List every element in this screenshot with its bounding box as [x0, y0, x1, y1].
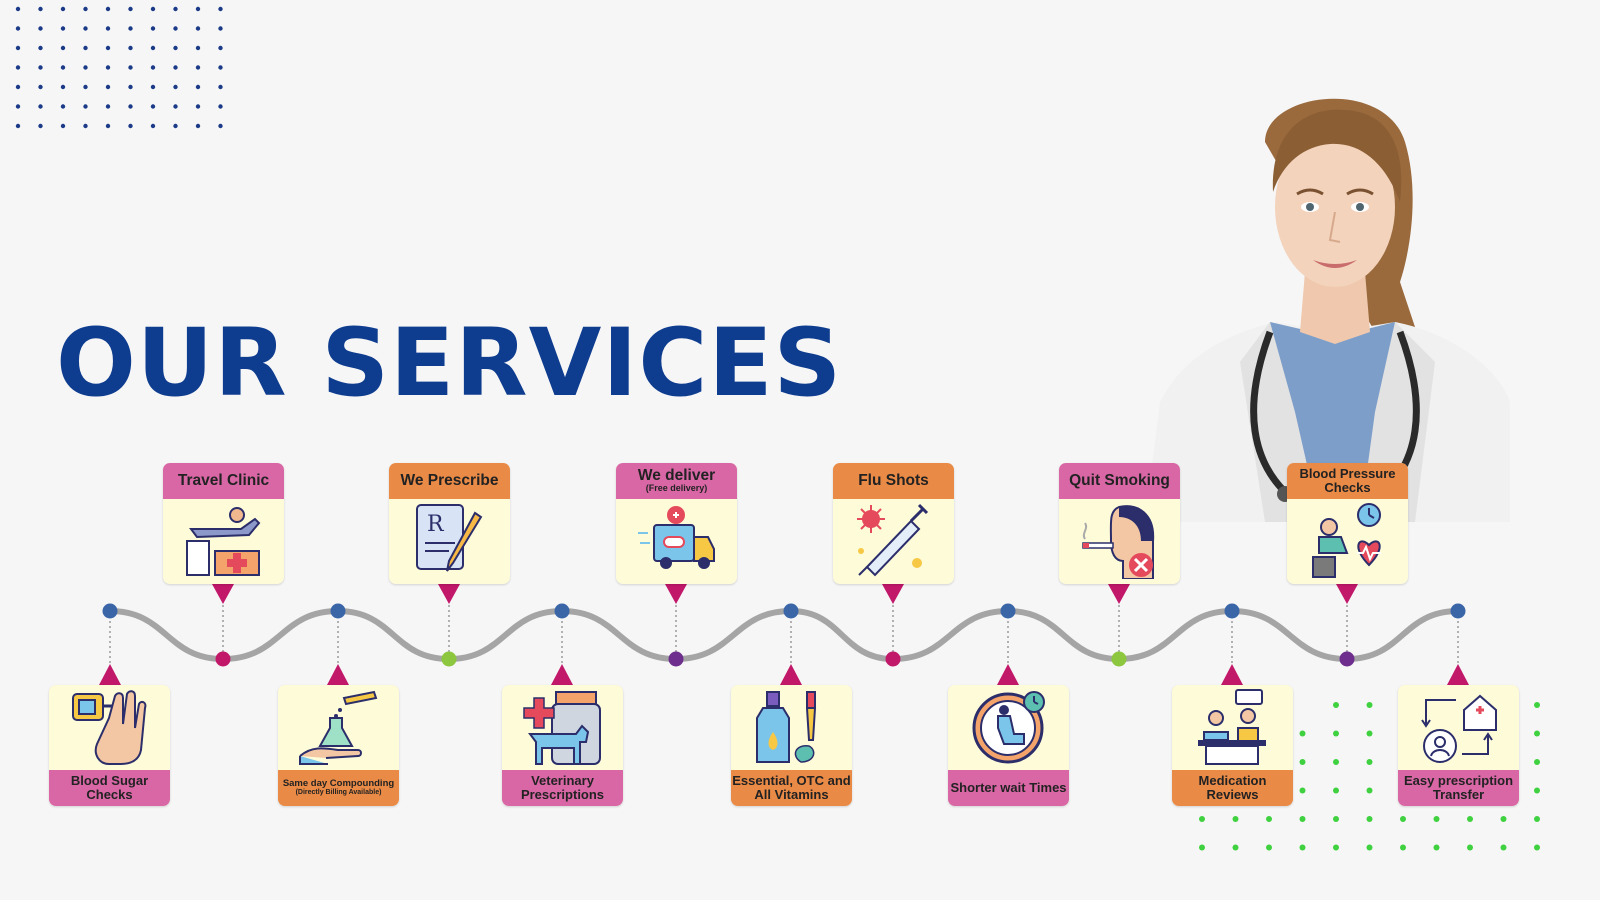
- timeline-wave: [109, 607, 1459, 663]
- service-sublabel: (Directly Billing Available): [295, 789, 382, 797]
- timeline-node: [1000, 603, 1016, 619]
- service-label: We Prescribe: [400, 471, 499, 489]
- timeline-node: [885, 651, 901, 667]
- airplane-clinic-icon: [186, 507, 261, 576]
- card-footer: Medication Reviews: [1172, 770, 1293, 806]
- service-card-quit-smoking: Quit Smoking: [1059, 463, 1180, 584]
- pointer-triangle: [665, 584, 687, 604]
- card-header: Flu Shots: [833, 463, 954, 499]
- service-label: Shorter wait Times: [950, 780, 1067, 796]
- card-header: Quit Smoking: [1059, 463, 1180, 499]
- glucometer-icon: [72, 690, 147, 765]
- card-header: Blood Pressure Checks: [1287, 463, 1408, 499]
- service-label: Easy prescription Transfer: [1403, 773, 1514, 802]
- card-footer: Blood Sugar Checks: [49, 770, 170, 806]
- service-card-travel-clinic: Travel Clinic: [163, 463, 284, 584]
- pointer-triangle: [212, 584, 234, 604]
- service-card-we-prescribe: We Prescribe R: [389, 463, 510, 584]
- pointer-triangle: [1108, 584, 1130, 604]
- pointer-triangle: [780, 664, 802, 685]
- service-label: Same day Compounding: [282, 778, 395, 790]
- pointer-triangle: [1221, 664, 1243, 685]
- service-card-compounding: Same day Compounding (Directly Billing A…: [278, 685, 399, 806]
- timeline-node: [215, 651, 231, 667]
- syringe-virus-icon: [857, 503, 929, 577]
- navy-dot-grid: [15, 6, 223, 129]
- doctor-photo: [1145, 98, 1510, 522]
- timeline-node: [330, 603, 346, 619]
- service-label: We deliver: [637, 466, 716, 484]
- pointer-triangle: [99, 664, 121, 685]
- pointer-triangle: [1447, 664, 1469, 685]
- pointer-triangle: [1336, 584, 1358, 604]
- service-card-blood-sugar: Blood Sugar Checks: [49, 685, 170, 806]
- service-card-prescription-transfer: Easy prescription Transfer: [1398, 685, 1519, 806]
- waiting-clock-icon: [972, 691, 1045, 764]
- pointer-triangle: [882, 584, 904, 604]
- service-label: Blood Sugar Checks: [70, 773, 149, 802]
- vitamin-dropper-icon: [756, 691, 817, 763]
- timeline-node: [783, 603, 799, 619]
- card-header: We Prescribe: [389, 463, 510, 499]
- timeline-node: [668, 651, 684, 667]
- compounding-flask-icon: [299, 690, 378, 765]
- timeline-node: [441, 651, 457, 667]
- card-footer: Same day Compounding (Directly Billing A…: [278, 770, 399, 806]
- svg-text:R: R: [427, 512, 445, 537]
- delivery-truck-icon: [638, 506, 715, 569]
- service-label: Quit Smoking: [1069, 471, 1170, 489]
- service-label: Blood Pressure Checks: [1299, 466, 1396, 495]
- pointer-triangle: [327, 664, 349, 685]
- transfer-arrows-icon: [1421, 694, 1497, 763]
- service-card-shorter-wait: Shorter wait Times: [948, 685, 1069, 806]
- timeline-node: [1450, 603, 1466, 619]
- service-label: Medication Reviews: [1198, 773, 1267, 802]
- prescription-pen-icon: R: [416, 504, 483, 572]
- service-label: Veterinary Prescriptions: [520, 773, 605, 802]
- timeline-node: [554, 603, 570, 619]
- service-label: Essential, OTC and All Vitamins: [732, 773, 851, 802]
- no-smoking-icon: [1082, 505, 1155, 579]
- card-header: We deliver (Free delivery): [616, 463, 737, 499]
- card-footer: Essential, OTC and All Vitamins: [731, 770, 852, 806]
- service-card-we-deliver: We deliver (Free delivery): [616, 463, 737, 584]
- pointer-triangle: [438, 584, 460, 604]
- card-footer: Easy prescription Transfer: [1398, 770, 1519, 806]
- service-label: Travel Clinic: [177, 471, 270, 489]
- service-card-flu-shots: Flu Shots: [833, 463, 954, 584]
- pointer-triangle: [551, 664, 573, 685]
- consultation-icon: [1198, 689, 1266, 765]
- veterinary-dog-icon: [523, 691, 601, 765]
- timeline-node: [1339, 651, 1355, 667]
- timeline-node: [1111, 651, 1127, 667]
- card-header: Travel Clinic: [163, 463, 284, 499]
- service-card-veterinary: Veterinary Prescriptions: [502, 685, 623, 806]
- timeline-node: [102, 603, 118, 619]
- card-footer: Shorter wait Times: [948, 770, 1069, 806]
- timeline-node: [1224, 603, 1240, 619]
- service-label: Flu Shots: [858, 471, 929, 489]
- page-title: OUR SERVICES: [56, 309, 843, 418]
- pointer-triangle: [997, 664, 1019, 685]
- service-sublabel: (Free delivery): [645, 483, 708, 494]
- blood-pressure-icon: [1312, 503, 1381, 578]
- card-footer: Veterinary Prescriptions: [502, 770, 623, 806]
- service-card-blood-pressure: Blood Pressure Checks: [1287, 463, 1408, 584]
- service-card-medication-reviews: Medication Reviews: [1172, 685, 1293, 806]
- service-card-vitamins: Essential, OTC and All Vitamins: [731, 685, 852, 806]
